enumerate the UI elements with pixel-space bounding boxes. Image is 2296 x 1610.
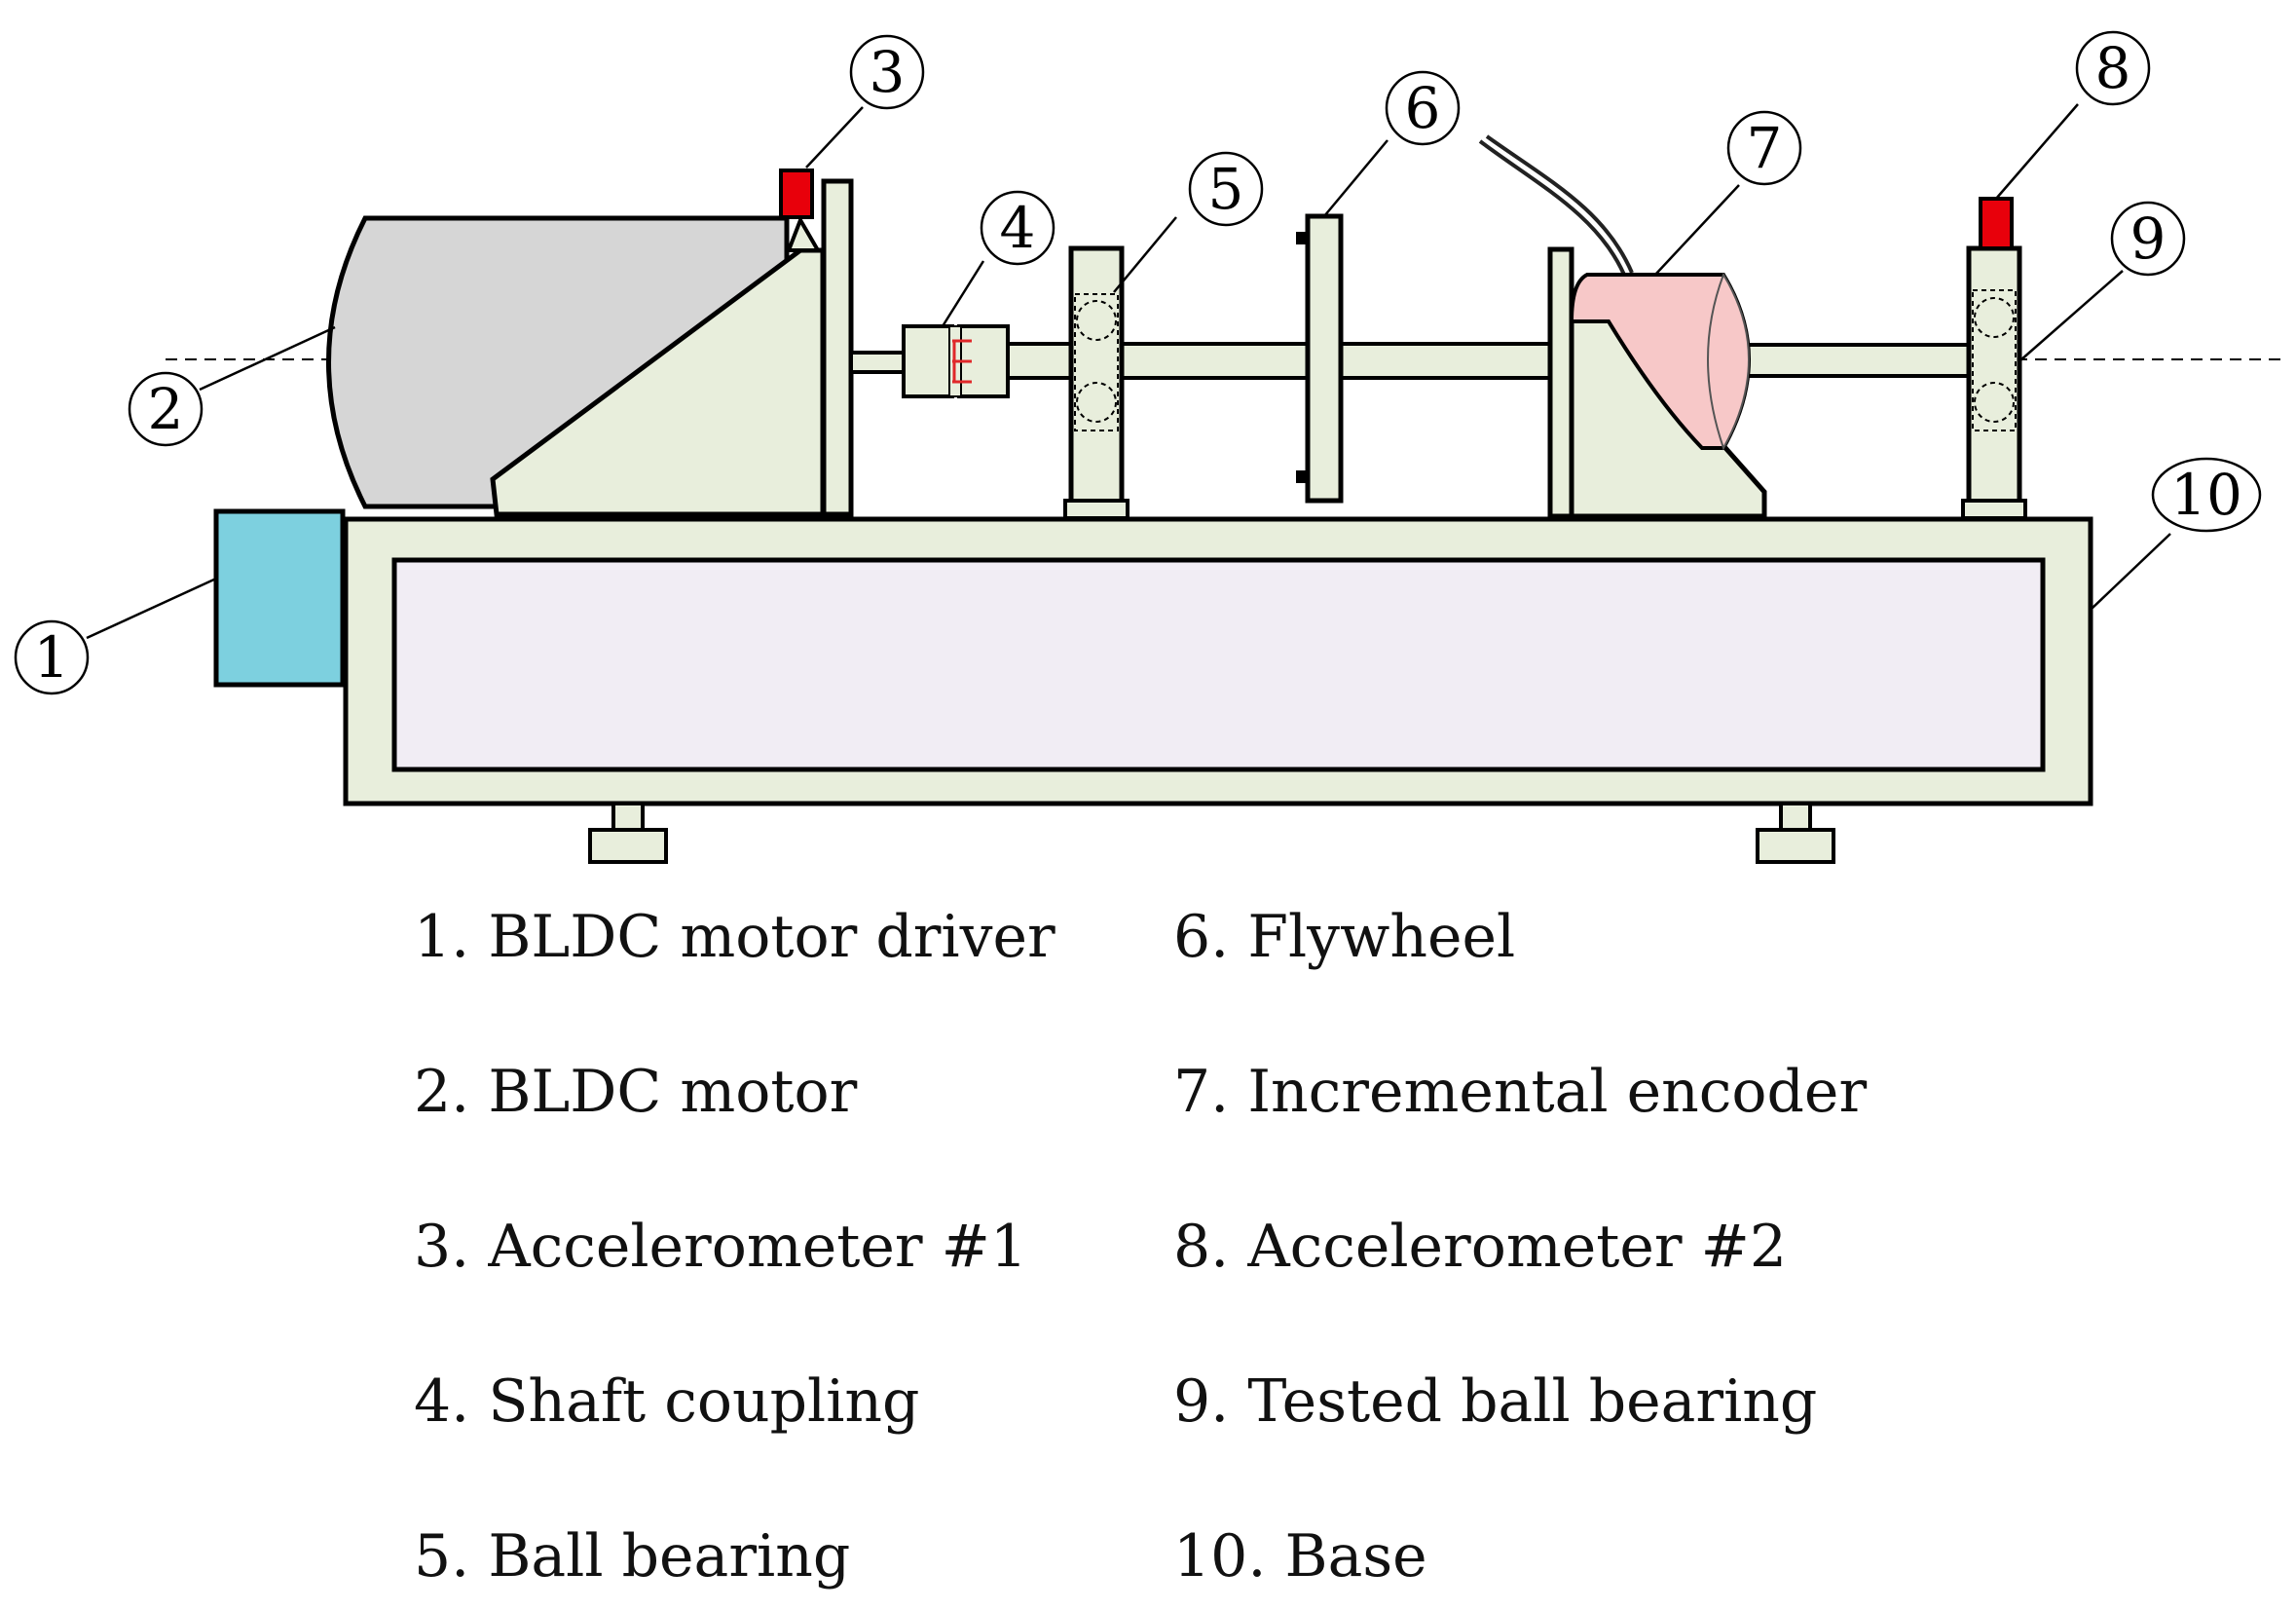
accelerometer-1 [779,168,814,219]
callout-5: 5 [1188,151,1264,227]
callout-circle [2110,201,2186,277]
bldc-motor-driver [213,508,346,688]
callout-circle [2151,457,2262,533]
tested-bearing-housing [1966,245,2022,505]
callout-number: 2 [148,376,184,442]
motor-shaft-stub [849,351,907,374]
leader-line-4 [941,260,985,327]
callout-circle [14,619,90,695]
bearing-housing [1068,245,1125,505]
coupling-left-half [902,324,954,398]
base-foot-left-stem [611,802,645,833]
base-foot-right [1756,828,1835,864]
accelerometer-2 [1979,197,2014,250]
leader-line-10 [2091,533,2171,610]
callout-number: 10 [2170,462,2242,528]
accelerometer-1-mount [786,215,822,252]
shaft-coupling [902,324,1010,398]
callout-circle [1385,70,1461,146]
leader-line-2 [199,325,336,392]
leader-line-3 [805,106,864,168]
callout-number: 7 [1747,115,1783,181]
encoder-cable [1478,139,1626,276]
callout-number: 6 [1405,75,1441,141]
bearing-race [1074,293,1119,431]
base [343,516,2093,864]
base-foot-left [588,828,668,864]
incremental-encoder [1478,134,1751,451]
bearing-ball [1076,300,1117,341]
callout-circle [980,190,1055,266]
callout-4: 4 [980,190,1055,266]
callout-number: 3 [870,39,906,105]
base-inner-panel [391,557,2046,772]
legend-item-9: 9. Tested ball bearing [1173,1367,1817,1436]
callout-2: 2 [128,371,204,447]
flywheel-bolt [1296,232,1308,244]
bearing-ball [1076,382,1117,423]
callout-number: 1 [34,624,70,691]
callout-circle [128,371,204,447]
callout-3: 3 [849,34,925,110]
callout-circle [849,34,925,110]
callout-8: 8 [2075,30,2151,106]
legend-item-7: 7. Incremental encoder [1173,1058,1867,1126]
flywheel-bolt [1296,470,1308,483]
tested-bearing-foot [1961,499,2027,520]
leader-line-8 [1995,103,2079,200]
callout-number: 4 [1000,195,1036,261]
callout-6: 6 [1385,70,1461,146]
leader-line-9 [2019,270,2124,361]
callout-7: 7 [1726,110,1802,186]
bearing-foot [1063,499,1129,520]
callout-9: 9 [2110,201,2186,277]
leader-line-5 [1113,216,1177,293]
callout-circle [1726,110,1802,186]
encoder-face [1707,272,1750,451]
leader-line-7 [1654,184,1740,276]
leader-line-1 [86,577,217,640]
base-foot-right-stem [1779,802,1812,833]
encoder-shaft [1732,343,1974,378]
motor-mount-plate [821,178,854,517]
encoder-cable [1485,134,1634,274]
callout-number: 9 [2130,206,2166,272]
callouts: 1 2 3 4 5 6 7 8 [14,30,2262,695]
flywheel [1296,213,1344,504]
legend: 1. BLDC motor driver 2. BLDC motor 3. Ac… [414,903,1867,1591]
legend-item-3: 3. Accelerometer #1 [414,1213,1027,1281]
legend-item-5: 5. Ball bearing [414,1522,850,1591]
tested-bearing-race [1972,289,2017,431]
legend-item-8: 8. Accelerometer #2 [1173,1213,1787,1281]
leader-line-6 [1323,139,1389,217]
tested-ball-bearing [1961,245,2027,520]
ball-bearing [1063,245,1129,520]
tested-bearing-ball [1974,297,2015,338]
legend-item-1: 1. BLDC motor driver [414,903,1055,971]
encoder-mount-plate [1547,246,1574,519]
leader-lines [86,103,2171,640]
callout-circle [1188,151,1264,227]
callout-1: 1 [14,619,90,695]
legend-item-4: 4. Shaft coupling [414,1367,919,1436]
legend-item-10: 10. Base [1173,1522,1427,1591]
callout-circle [2075,30,2151,106]
callout-number: 8 [2095,35,2131,101]
legend-item-6: 6. Flywheel [1173,903,1515,971]
legend-item-2: 2. BLDC motor [414,1058,858,1126]
flywheel-disc [1305,213,1344,504]
callout-number: 5 [1208,156,1244,222]
callout-10: 10 [2151,457,2262,533]
tested-bearing-ball [1974,382,2015,423]
